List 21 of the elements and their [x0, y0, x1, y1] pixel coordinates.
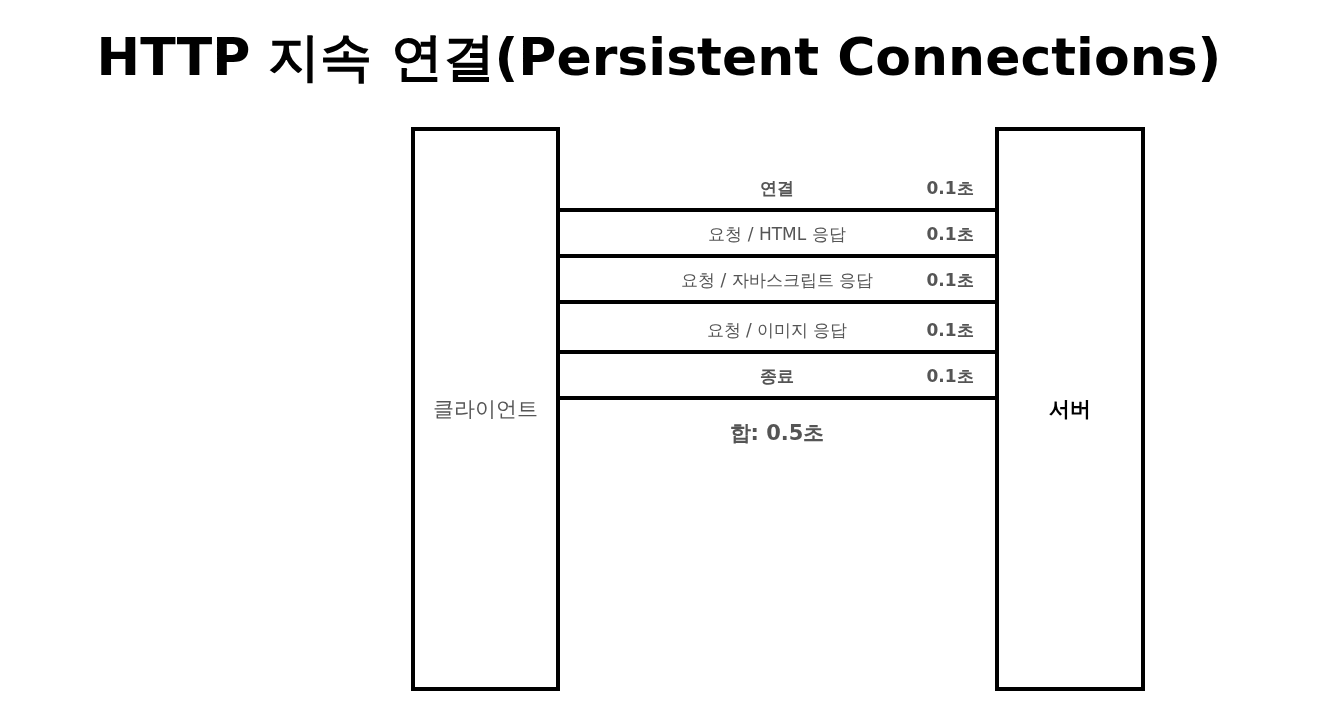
connector-line — [560, 396, 995, 400]
duration-label: 0.1초 — [925, 365, 975, 388]
total-label: 합: 0.5초 — [728, 420, 826, 447]
duration-label: 0.1초 — [925, 319, 975, 342]
duration-label: 0.1초 — [925, 223, 975, 246]
box — [995, 127, 1145, 691]
duration-label: 0.1초 — [925, 177, 975, 200]
box-label: 서버 — [1049, 396, 1091, 423]
box — [411, 127, 560, 691]
duration-label: 0.1초 — [925, 269, 975, 292]
connector-line — [560, 300, 995, 304]
edge-label: 요청 / 자바스크립트 응답 — [680, 269, 874, 292]
title: HTTP 지속 연결(Persistent Connections) — [95, 26, 1223, 89]
edge-label: 종료 — [759, 365, 795, 388]
connector-line — [560, 254, 995, 258]
box-label: 클라이언트 — [433, 396, 538, 423]
connector-line — [560, 208, 995, 212]
edge-label: 연결 — [759, 177, 795, 200]
edge-label: 요청 / HTML 응답 — [707, 223, 847, 246]
edge-label: 요청 / 이미지 응답 — [705, 319, 849, 342]
connector-line — [560, 350, 995, 354]
